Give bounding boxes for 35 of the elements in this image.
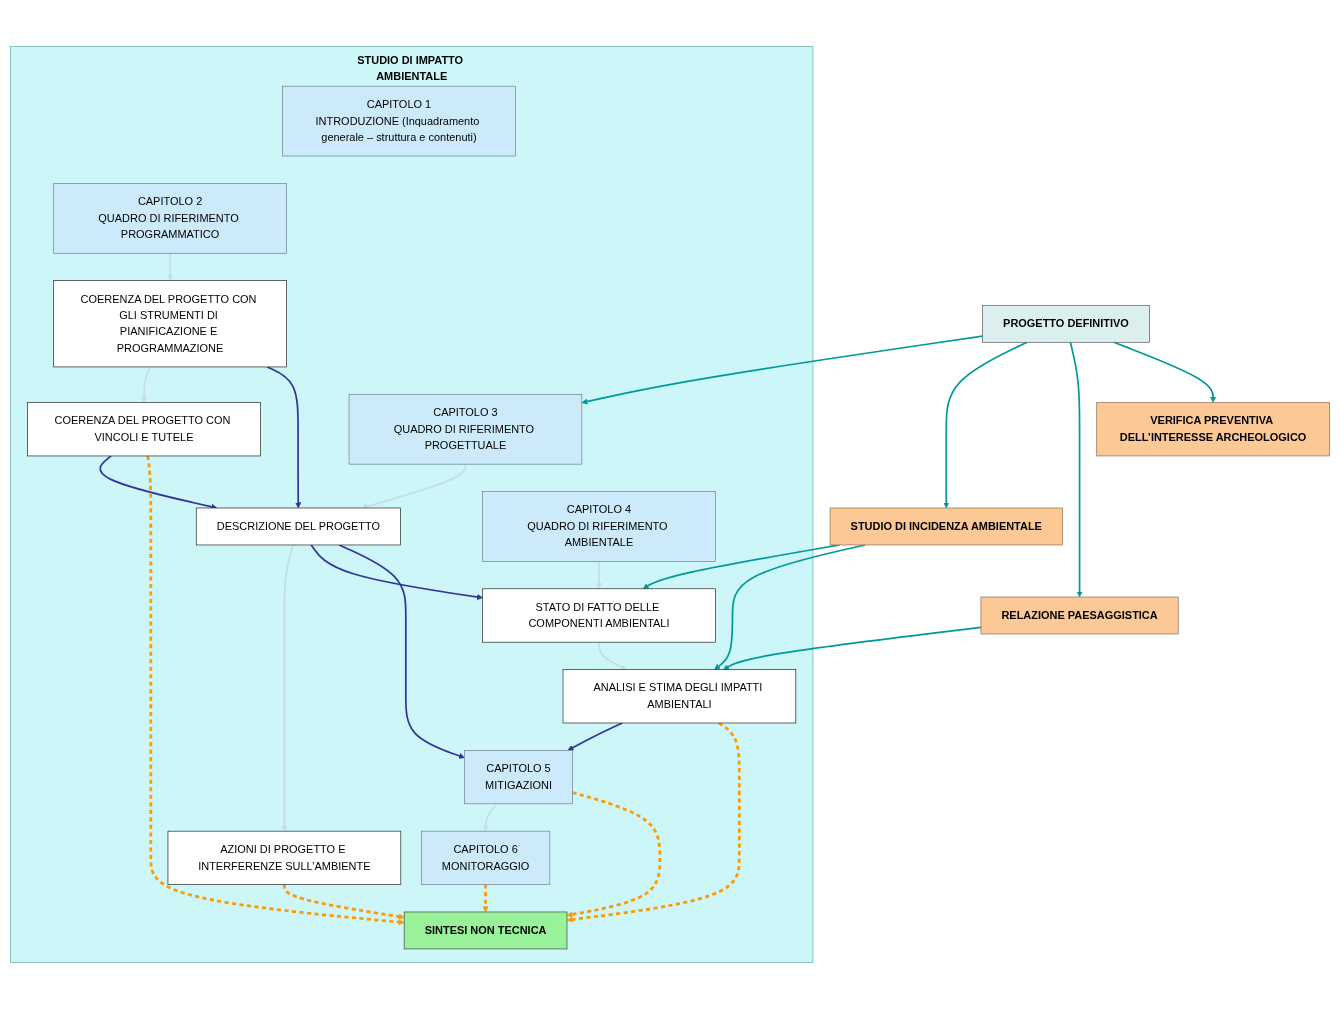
arrow [943,341,1028,509]
arrow [566,791,662,918]
arrow [167,252,174,282]
node-box: STUDIO DI INCIDENZA AMBIENTALE [829,508,1063,546]
arrow [566,722,741,923]
node-box: STATO DI FATTO DELLE COMPONENTI AMBIENTALI [482,588,716,643]
arrow [482,803,498,832]
node-box: VERIFICA PREVENTIVA DELL’INTERESSE ARCHEOLOGICO [1096,402,1330,457]
node-box: AZIONI DI PROGETTO E INTERFERENZE SULL’AMBIENTE [167,831,402,886]
node-box: CAPITOLO 6 MONITORAGGIO [421,831,551,886]
node-box: DESCRIZIONE DEL PROGETTO [195,508,401,546]
arrow [581,335,984,405]
node-box: COERENZA DEL PROGETTO CON VINCOLI E TUTELE [27,402,261,457]
node-box: CAPITOLO 4 QUADRO DI RIFERIMENTO AMBIENTALE [482,491,716,563]
node-box: ANALISI E STIMA DEGLI IMPATTI AMBIENTALI [562,669,797,724]
arrow [283,885,405,920]
arrow [361,463,467,510]
node-box: COERENZA DEL PROGETTO CON GLI STRUMENTI DI PIANIFICAZIONE E PROGRAMMAZIONE [53,280,287,368]
arrow [1069,341,1083,598]
arrow [146,456,405,926]
arrow [1113,341,1217,404]
arrow [310,544,483,601]
node-box: SINTESI NON TECNICA [403,912,568,950]
arrow [482,885,489,913]
arrow [723,627,982,671]
node-box: CAPITOLO 5 MITIGAZIONI [464,750,573,805]
node-box: CAPITOLO 2 QUADRO DI RIFERIMENTO PROGRAMMATICO [53,183,287,255]
node-box: CAPITOLO 1 INTRODUZIONE (Inquadramento generale – struttura e contenuti) [282,86,516,157]
arrow [595,560,602,590]
node-box: PROGETTO DEFINITIVO [982,305,1150,344]
arrow [281,544,294,832]
node-box: CAPITOLO 3 QUADRO DI RIFERIMENTO PROGETTUALE [348,394,583,465]
arrow [141,366,152,404]
arrow [598,641,627,671]
node-box: RELAZIONE PAESAGGISTICA [980,597,1179,635]
